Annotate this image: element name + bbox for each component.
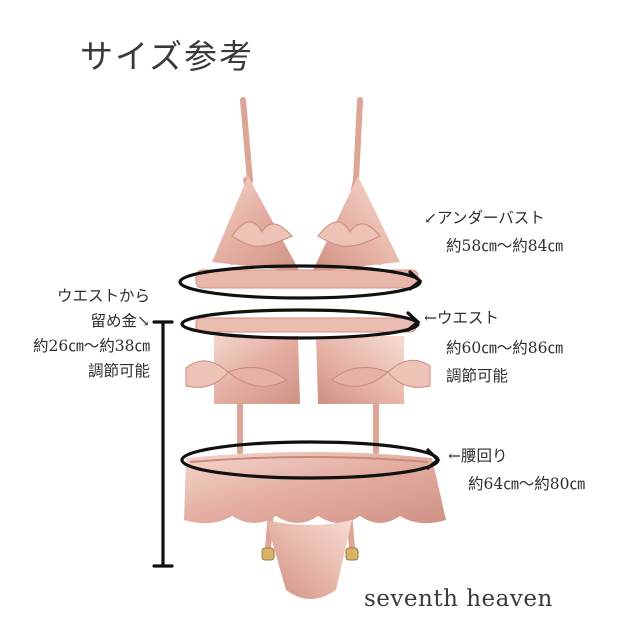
drop-length-block: ウエストから 留め金↘ 約26㎝〜約38㎝ 調節可能 bbox=[14, 284, 150, 384]
waist-range: 約60㎝〜約86㎝ bbox=[446, 339, 563, 357]
panty bbox=[266, 520, 352, 599]
hip-arrow bbox=[426, 448, 441, 470]
waist-note: 調節可能 bbox=[446, 367, 509, 385]
drop-range: 約26㎝〜約38㎝ bbox=[33, 337, 150, 355]
underbust-range: 約58㎝〜約84㎝ bbox=[446, 237, 563, 255]
drop-line1: ウエストから bbox=[56, 287, 150, 305]
garter-panels bbox=[185, 336, 431, 404]
right-cup bbox=[312, 176, 400, 272]
underbust-arrow bbox=[408, 270, 423, 291]
left-cup bbox=[212, 176, 300, 272]
drop-line2: 留め金↘ bbox=[90, 312, 151, 330]
underband bbox=[195, 269, 419, 289]
hip-label: ←腰回り bbox=[448, 447, 508, 465]
measurement-marks bbox=[152, 264, 441, 568]
ruffle-skirt bbox=[184, 452, 446, 524]
hip-range: 約64㎝〜約80㎝ bbox=[468, 475, 585, 493]
garter-clasps bbox=[261, 547, 359, 561]
underbust-label: ↙アンダーバスト bbox=[424, 209, 545, 227]
waist-belt bbox=[195, 317, 417, 333]
drop-note: 調節可能 bbox=[87, 362, 150, 380]
brand-name: seventh heaven bbox=[364, 586, 553, 612]
waist-label: ←ウエスト bbox=[424, 309, 499, 327]
waist-arrow bbox=[406, 311, 421, 332]
page-title: サイズ参考 bbox=[80, 37, 255, 76]
